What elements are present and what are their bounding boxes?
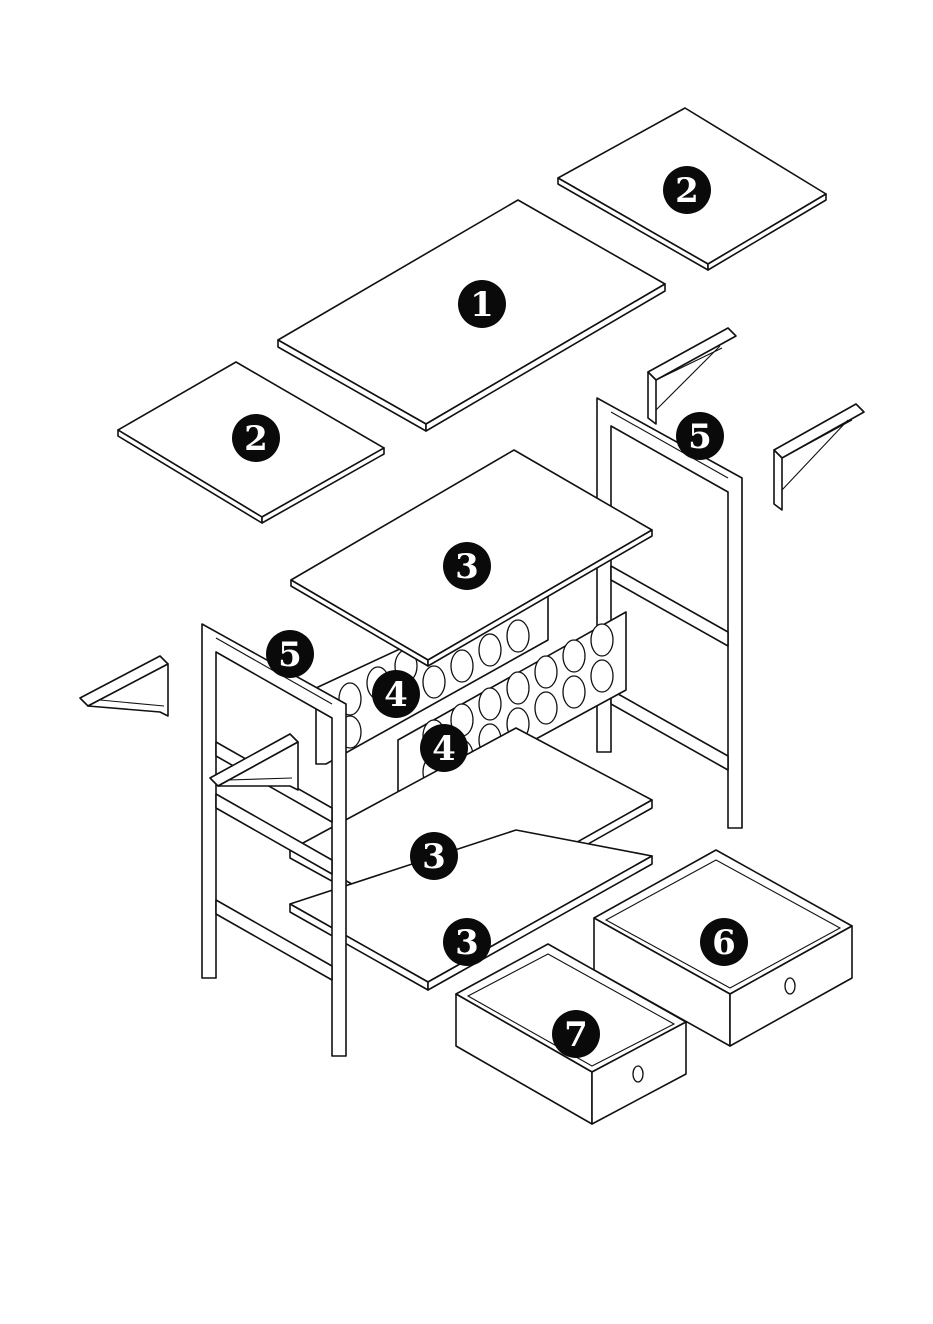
bracket-left-b — [210, 734, 298, 790]
bracket-top-right-b — [774, 404, 864, 510]
callout-label: 4 — [384, 675, 408, 715]
callout-label: 7 — [564, 1015, 588, 1055]
callout-label: 3 — [455, 923, 479, 963]
callout-label: 3 — [455, 547, 479, 587]
callout-side-frame-left: 5 — [266, 630, 314, 678]
bracket-top-right-a — [648, 328, 736, 424]
callout-shelf-middle: 3 — [410, 832, 458, 880]
callout-label: 6 — [712, 923, 736, 963]
callout-wing-panel-left: 2 — [232, 414, 280, 462]
callout-drawer-large: 6 — [700, 918, 748, 966]
callout-shelf-lower: 3 — [443, 918, 491, 966]
bracket-left-a — [80, 656, 168, 716]
callout-label: 4 — [432, 729, 456, 769]
callout-rack-panel-front: 4 — [420, 724, 468, 772]
callout-label: 5 — [688, 417, 712, 457]
callout-label: 1 — [470, 285, 494, 325]
callout-label: 5 — [278, 635, 302, 675]
callout-rack-panel-back: 4 — [372, 670, 420, 718]
callout-side-frame-right: 5 — [676, 412, 724, 460]
callout-shelf-upper: 3 — [443, 542, 491, 590]
callout-label: 2 — [244, 419, 268, 459]
side-frame-right — [597, 398, 742, 828]
callout-wing-panel-right: 2 — [663, 166, 711, 214]
callout-label: 3 — [422, 837, 446, 877]
callout-label: 2 — [675, 171, 699, 211]
callout-top-panel: 1 — [458, 280, 506, 328]
callout-drawer-small: 7 — [552, 1010, 600, 1058]
